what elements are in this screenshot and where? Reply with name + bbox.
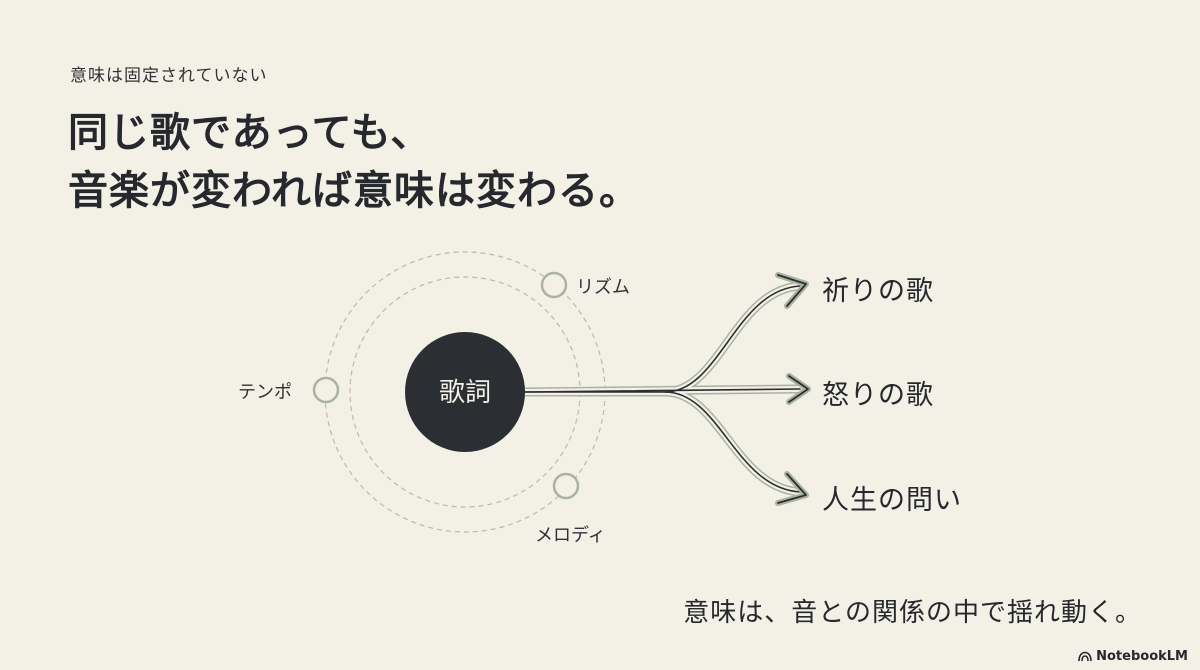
arrow-head-prayer — [775, 272, 809, 309]
outcome-question: 人生の問い — [822, 485, 962, 516]
melody-node — [552, 472, 580, 500]
outcome-anger: 怒りの歌 — [822, 380, 934, 411]
headline: 同じ歌であっても、 音楽が変われば意味は変わる。 — [68, 104, 640, 220]
conclusion-text: 意味は、音との関係の中で揺れ動く。 — [683, 598, 1142, 628]
arrow-head-anger — [786, 373, 811, 405]
rhythm-node — [540, 271, 568, 299]
brand-name: NotebookLM — [1096, 649, 1188, 664]
rhythm-label: リズム — [576, 277, 630, 298]
headline-line-1: 同じ歌であっても、 — [68, 110, 432, 156]
hub-label: 歌詞 — [438, 378, 491, 408]
brand-badge: NotebookLM — [1078, 649, 1188, 664]
notebooklm-logo-icon — [1078, 651, 1092, 662]
headline-line-2: 音楽が変われば意味は変わる。 — [68, 168, 640, 214]
tempo-node — [312, 376, 340, 404]
lyrics-hub-circle — [405, 332, 525, 452]
outcome-prayer: 祈りの歌 — [822, 276, 934, 307]
arrow-head-question — [775, 471, 809, 506]
eyebrow-label: 意味は固定されていない — [70, 66, 268, 86]
tempo-label: テンポ — [238, 382, 292, 403]
flow-core — [524, 285, 801, 493]
melody-label: メロディ — [535, 525, 606, 546]
